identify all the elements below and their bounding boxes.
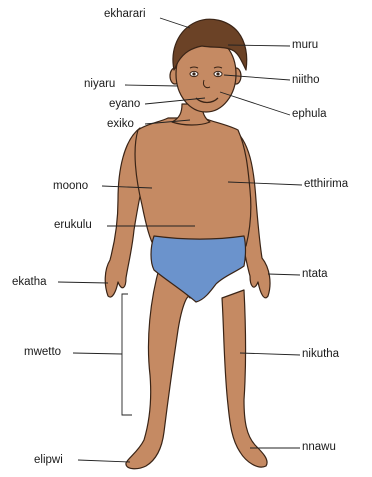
- leader-nikutha: [240, 353, 300, 355]
- leader-niyaru: [125, 85, 178, 86]
- right-leg: [222, 290, 267, 467]
- left-leg: [126, 265, 190, 469]
- label-ntata: ntata: [302, 268, 328, 281]
- label-niitho: niitho: [292, 74, 320, 87]
- label-moono: moono: [53, 180, 88, 193]
- label-niyaru: niyaru: [84, 78, 115, 91]
- label-mwetto: mwetto: [24, 346, 61, 359]
- leader-ntata: [268, 274, 300, 275]
- label-nnawu: nnawu: [302, 441, 336, 454]
- label-exiko: exiko: [107, 118, 134, 131]
- leader-ephula: [220, 92, 290, 115]
- label-ephula: ephula: [292, 108, 327, 121]
- leader-elipwi: [78, 460, 130, 462]
- label-elipwi: elipwi: [34, 454, 63, 467]
- label-ekharari: ekharari: [104, 8, 146, 21]
- leader-ekharari: [160, 18, 190, 28]
- leader-ekatha: [58, 282, 108, 283]
- label-nikutha: nikutha: [302, 348, 339, 361]
- label-ekatha: ekatha: [12, 276, 47, 289]
- leader-mwetto: [73, 353, 122, 354]
- label-eyano: eyano: [109, 98, 140, 111]
- label-muru: muru: [292, 39, 318, 52]
- bracket-mwetto: [122, 294, 132, 415]
- label-etthirima: etthirima: [304, 178, 348, 191]
- label-erukulu: erukulu: [54, 219, 92, 232]
